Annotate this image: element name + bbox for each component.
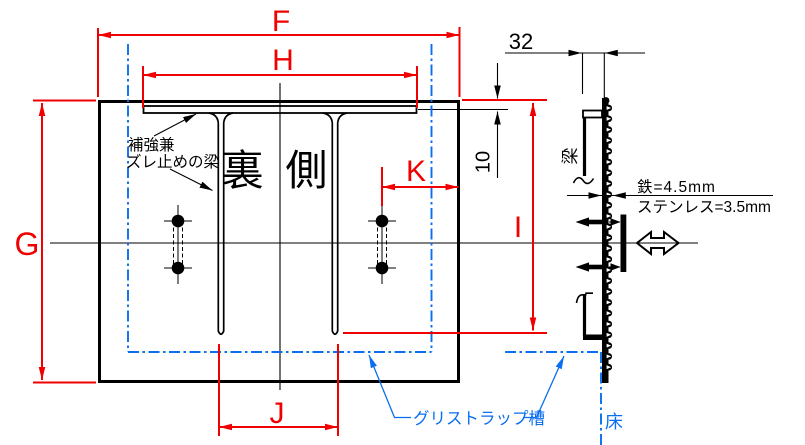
dim-label-g: G <box>15 226 40 262</box>
rib-left <box>208 112 234 336</box>
beam-label: 梁 <box>561 148 580 165</box>
beam-flange <box>582 109 603 119</box>
stub-arrow-icon <box>610 218 621 226</box>
anti-slip-ribs <box>208 112 348 336</box>
checker-pattern-bumps <box>605 104 613 371</box>
thin-lines <box>50 49 773 390</box>
bolt-arrow-icon <box>575 262 589 272</box>
reinforcement-note-line2: ズレ止めの梁 <box>126 153 219 171</box>
dim-label-f: F <box>272 5 290 38</box>
handle-bolt <box>171 214 185 228</box>
reinforcement-note-line1: 補強兼 <box>128 136 175 154</box>
handle-bolt <box>171 261 185 275</box>
stub-arrow-icon <box>610 263 621 271</box>
dim-label-32: 32 <box>509 29 533 54</box>
hidden-handle-lines <box>173 221 183 268</box>
dim-label-i: I <box>514 211 522 244</box>
handle-bolt <box>375 214 389 228</box>
stainless-thickness-label: ステンレス=3.5mm <box>637 199 771 216</box>
beam-section-lower <box>575 292 603 340</box>
handle-bolt <box>375 261 389 275</box>
checker-plate-top-knob <box>602 97 610 104</box>
dim-label-h: H <box>272 44 294 77</box>
dim-label-10: 10 <box>473 151 495 173</box>
blue-references <box>127 44 602 445</box>
grease-trap-label: グリストラップ槽 <box>413 409 545 428</box>
beam-flange <box>583 334 603 340</box>
floor-label: 床 <box>605 412 623 432</box>
note-leader-to-rib <box>169 168 213 191</box>
grease-trap-outline <box>127 44 602 445</box>
checker-plate-edge <box>602 98 609 383</box>
lid-plate-outline <box>98 100 460 383</box>
dim-label-k: K <box>406 155 426 188</box>
beam-section-upper <box>572 109 603 185</box>
trap-label-leader-right <box>523 355 565 419</box>
rib-right <box>322 112 348 336</box>
iron-thickness-label: 鉄=4.5mm <box>637 178 716 196</box>
handle-right <box>368 205 396 284</box>
hidden-handle-lines <box>377 221 387 268</box>
bolt-arrow-icon <box>575 217 589 227</box>
back-side-label: 裏 側 <box>222 147 333 194</box>
break-line <box>572 176 595 185</box>
dim-label-j: J <box>270 397 285 430</box>
bolt-shaft <box>587 219 603 225</box>
bolt-shaft <box>587 264 603 270</box>
trap-label-leader-left <box>368 354 411 419</box>
red-dimensions <box>33 27 547 436</box>
handle-left <box>164 205 192 284</box>
note-leader-to-beam <box>153 113 197 137</box>
